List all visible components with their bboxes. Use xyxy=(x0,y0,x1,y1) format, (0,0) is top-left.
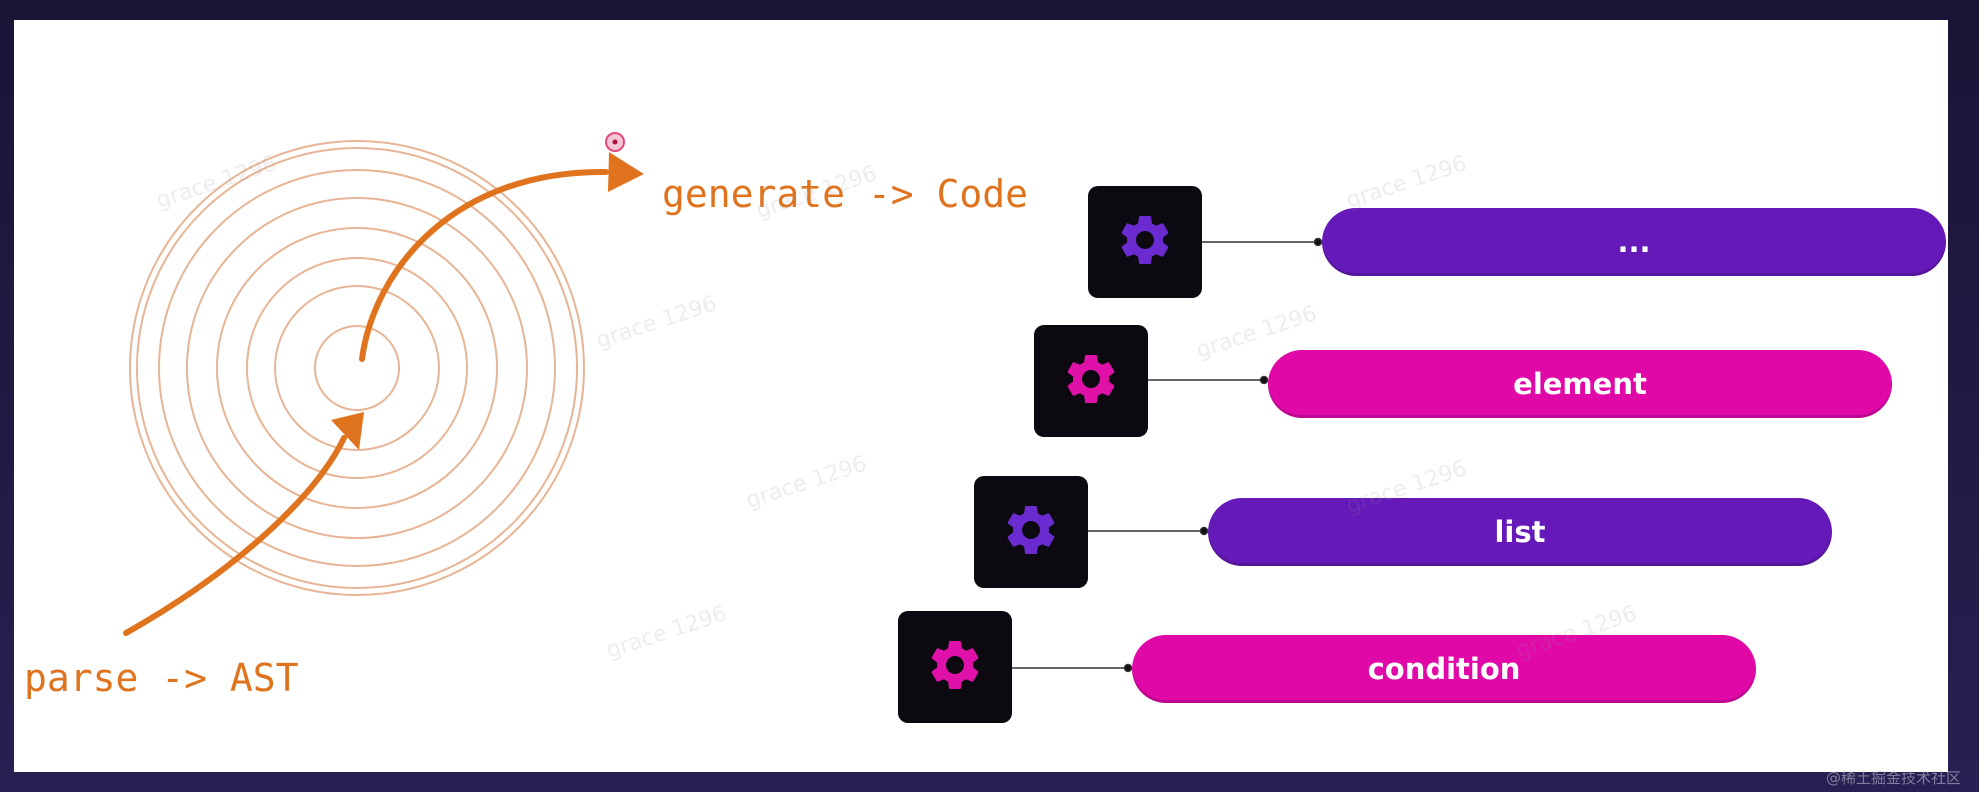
ring xyxy=(216,227,498,509)
stack-pill-list: list xyxy=(1208,498,1832,566)
ring xyxy=(129,140,585,596)
generate-arrow-line xyxy=(359,168,609,362)
gear-icon xyxy=(925,635,985,700)
stack-pill-ellipsis: ... xyxy=(1322,208,1946,276)
generate-arrowhead xyxy=(608,152,644,192)
ring xyxy=(314,325,400,411)
stack-label: list xyxy=(1494,515,1546,549)
ring xyxy=(136,147,578,589)
gear-tile xyxy=(1088,186,1202,298)
parse-label: parse -> AST xyxy=(24,656,299,700)
generate-label: generate -> Code xyxy=(662,172,1029,216)
ring xyxy=(246,257,468,479)
gear-icon xyxy=(1115,210,1175,275)
ring xyxy=(274,285,440,451)
stack-pill-element: element xyxy=(1268,350,1892,418)
gear-tile xyxy=(974,476,1088,588)
stack-label: condition xyxy=(1367,652,1521,686)
stack-label: ... xyxy=(1617,225,1651,259)
gear-icon xyxy=(1001,500,1061,565)
gear-icon xyxy=(1061,349,1121,414)
ring xyxy=(158,169,556,567)
parse-arrowhead xyxy=(331,412,364,450)
parse-arrow-line xyxy=(123,435,347,636)
footer-watermark: @稀土掘金技术社区 xyxy=(1825,769,1961,787)
gear-tile xyxy=(898,611,1012,723)
slide-canvas: parse -> AST generate -> Code ... elemen… xyxy=(14,20,1948,772)
gear-tile xyxy=(1034,325,1148,437)
ring xyxy=(186,197,528,539)
concentric-rings-diagram xyxy=(123,132,1323,673)
stack-pill-condition: condition xyxy=(1132,635,1756,703)
stack-label: element xyxy=(1513,367,1647,401)
